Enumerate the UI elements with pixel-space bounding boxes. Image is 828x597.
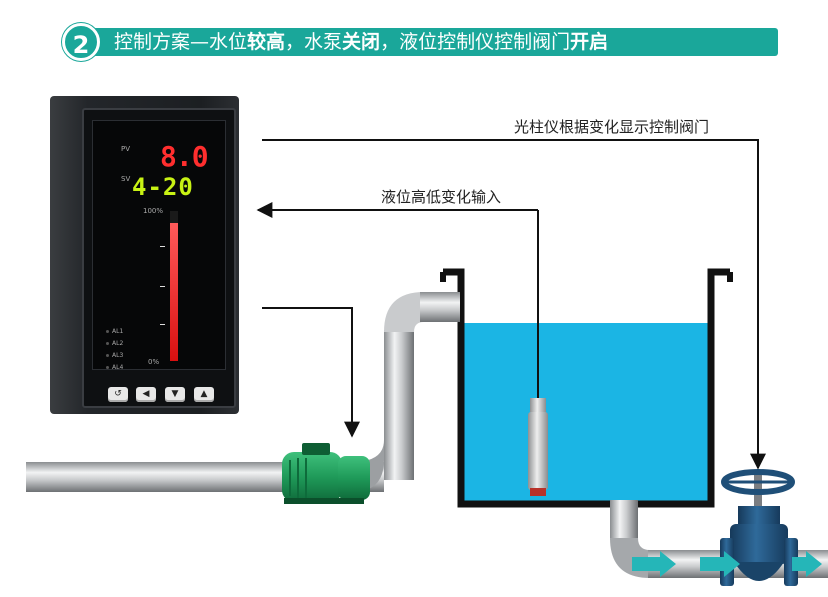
level-input-label: 液位高低变化输入: [381, 188, 502, 206]
alarm-indicator: AL2: [105, 340, 124, 347]
gate-valve: [720, 469, 798, 586]
pv-label: PV: [121, 145, 131, 153]
title-segment-bold: 较高: [247, 31, 286, 53]
alarm-indicator: AL4: [105, 364, 124, 371]
controller-button-down[interactable]: ▼: [165, 387, 185, 402]
title-segment: ，液位控制仪控制阀门: [380, 31, 571, 53]
step-number-badge: 2: [62, 23, 100, 61]
title-segment-bold: 开启: [570, 31, 609, 53]
header-banner: 2 控制方案—水位较高，水泵关闭，液位控制仪控制阀门开启: [62, 23, 782, 61]
alarm-indicator: AL3: [105, 352, 124, 359]
inlet-pipe-top: [420, 292, 460, 322]
inlet-pipe-horizontal: [26, 462, 296, 492]
bar-tick: [160, 286, 165, 287]
alarm-indicator: AL1: [105, 328, 124, 335]
bar-tick: [160, 324, 165, 325]
inlet-pipe-elbow-high: [384, 292, 424, 332]
title-segment: ，水泵: [285, 31, 343, 53]
water-pump: [282, 443, 370, 504]
inlet-pipe-riser: [384, 330, 414, 480]
controller-button-left[interactable]: ◀: [136, 387, 156, 402]
valve-control-signal-line: [262, 139, 766, 470]
level-sensor: [528, 210, 548, 496]
pv-readout: 8.0: [160, 140, 209, 173]
flow-arrow: [632, 551, 676, 577]
banner-bar: [86, 28, 778, 56]
outlet-pipe-vertical: [610, 500, 638, 540]
sv-readout: 4-20: [132, 173, 194, 201]
banner-title: 控制方案—水位较高，水泵关闭，液位控制仪控制阀门开启: [114, 29, 608, 55]
sv-label: SV: [121, 175, 131, 183]
bar-min-label: 0%: [148, 358, 160, 366]
level-bar-fill: [170, 223, 178, 361]
flow-arrow: [700, 551, 740, 577]
flow-arrow: [792, 551, 822, 577]
pump-control-signal-line: [262, 307, 360, 438]
bar-tick: [160, 246, 165, 247]
tank-wall: [443, 268, 730, 508]
title-segment-bold: 关闭: [342, 31, 381, 53]
title-segment: 控制方案—水位: [114, 31, 248, 53]
controller-display-panel: [92, 120, 226, 370]
tank-water: [461, 323, 711, 505]
controller-button-up[interactable]: ▲: [194, 387, 214, 402]
valve-signal-label: 光柱仪根据变化显示控制阀门: [514, 118, 710, 136]
controller-button-reset[interactable]: ↺: [108, 387, 128, 402]
bar-max-label: 100%: [143, 207, 164, 215]
